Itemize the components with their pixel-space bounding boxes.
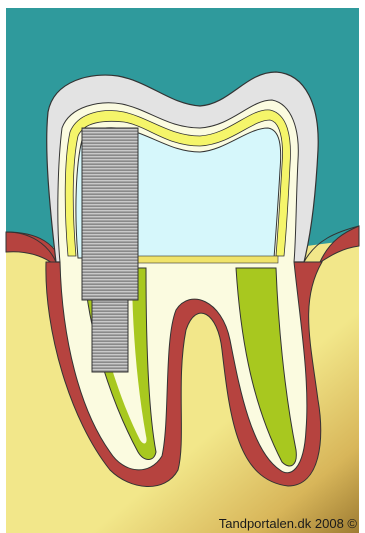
post-shaft — [92, 300, 128, 372]
seal-line — [138, 256, 278, 263]
post-head — [82, 128, 138, 300]
copyright-label: Tandportalen.dk 2008 © — [219, 516, 357, 531]
